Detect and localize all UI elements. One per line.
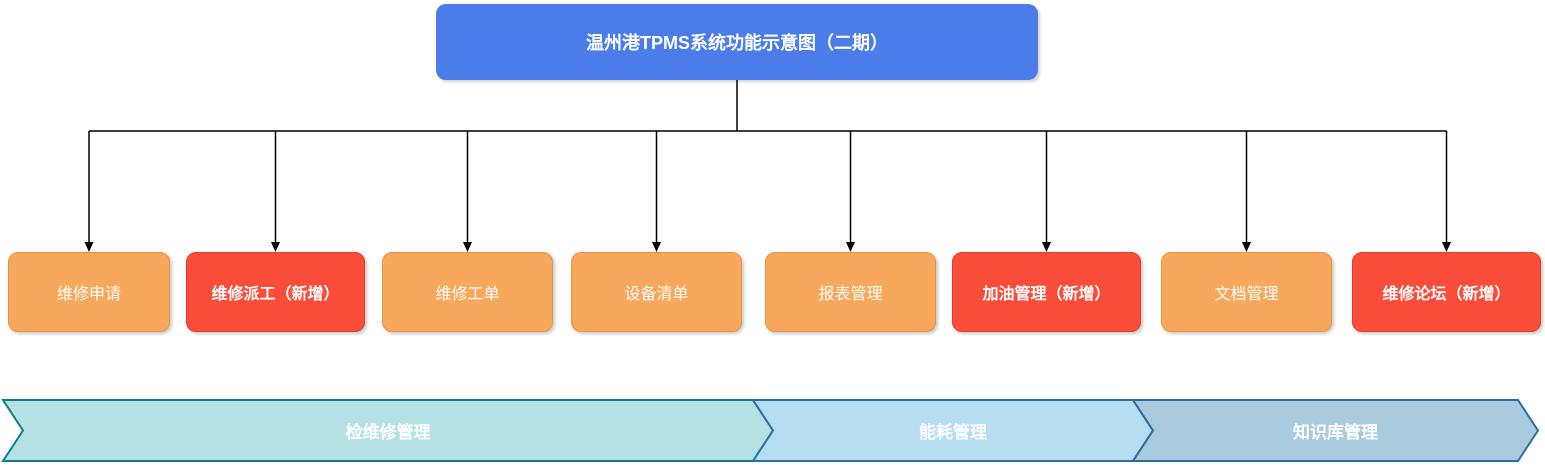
node-label: 设备清单 <box>624 286 689 303</box>
arrowhead-icons <box>84 242 1451 252</box>
diagram-title-node[interactable]: 温州港TPMS系统功能示意图（二期） <box>436 4 1038 80</box>
node-equipment-list[interactable]: 设备清单 <box>571 252 742 332</box>
node-label: 维修工单 <box>435 286 500 303</box>
node-refuel-management-new[interactable]: 加油管理（新增） <box>952 252 1141 332</box>
connector-drops <box>88 131 1448 243</box>
banner-shape-maintenance[interactable] <box>1 399 775 462</box>
node-label: 维修申请 <box>56 286 121 303</box>
node-label: 报表管理 <box>818 286 883 303</box>
node-label: 维修论坛（新增） <box>1382 286 1511 303</box>
diagram-title-label: 温州港TPMS系统功能示意图（二期） <box>586 33 888 53</box>
banner-shape-energy[interactable] <box>751 399 1155 462</box>
node-report-management[interactable]: 报表管理 <box>765 252 936 332</box>
node-label: 加油管理（新增） <box>982 286 1111 303</box>
node-repair-forum-new[interactable]: 维修论坛（新增） <box>1352 252 1541 332</box>
banner-shape-knowledge[interactable] <box>1131 399 1540 462</box>
node-document-management[interactable]: 文档管理 <box>1161 252 1332 332</box>
node-repair-dispatch-new[interactable]: 维修派工（新增） <box>186 252 365 332</box>
node-repair-request[interactable]: 维修申请 <box>8 252 170 332</box>
node-repair-workorder[interactable]: 维修工单 <box>382 252 553 332</box>
node-label: 维修派工（新增） <box>211 286 340 303</box>
node-label: 文档管理 <box>1214 286 1279 303</box>
